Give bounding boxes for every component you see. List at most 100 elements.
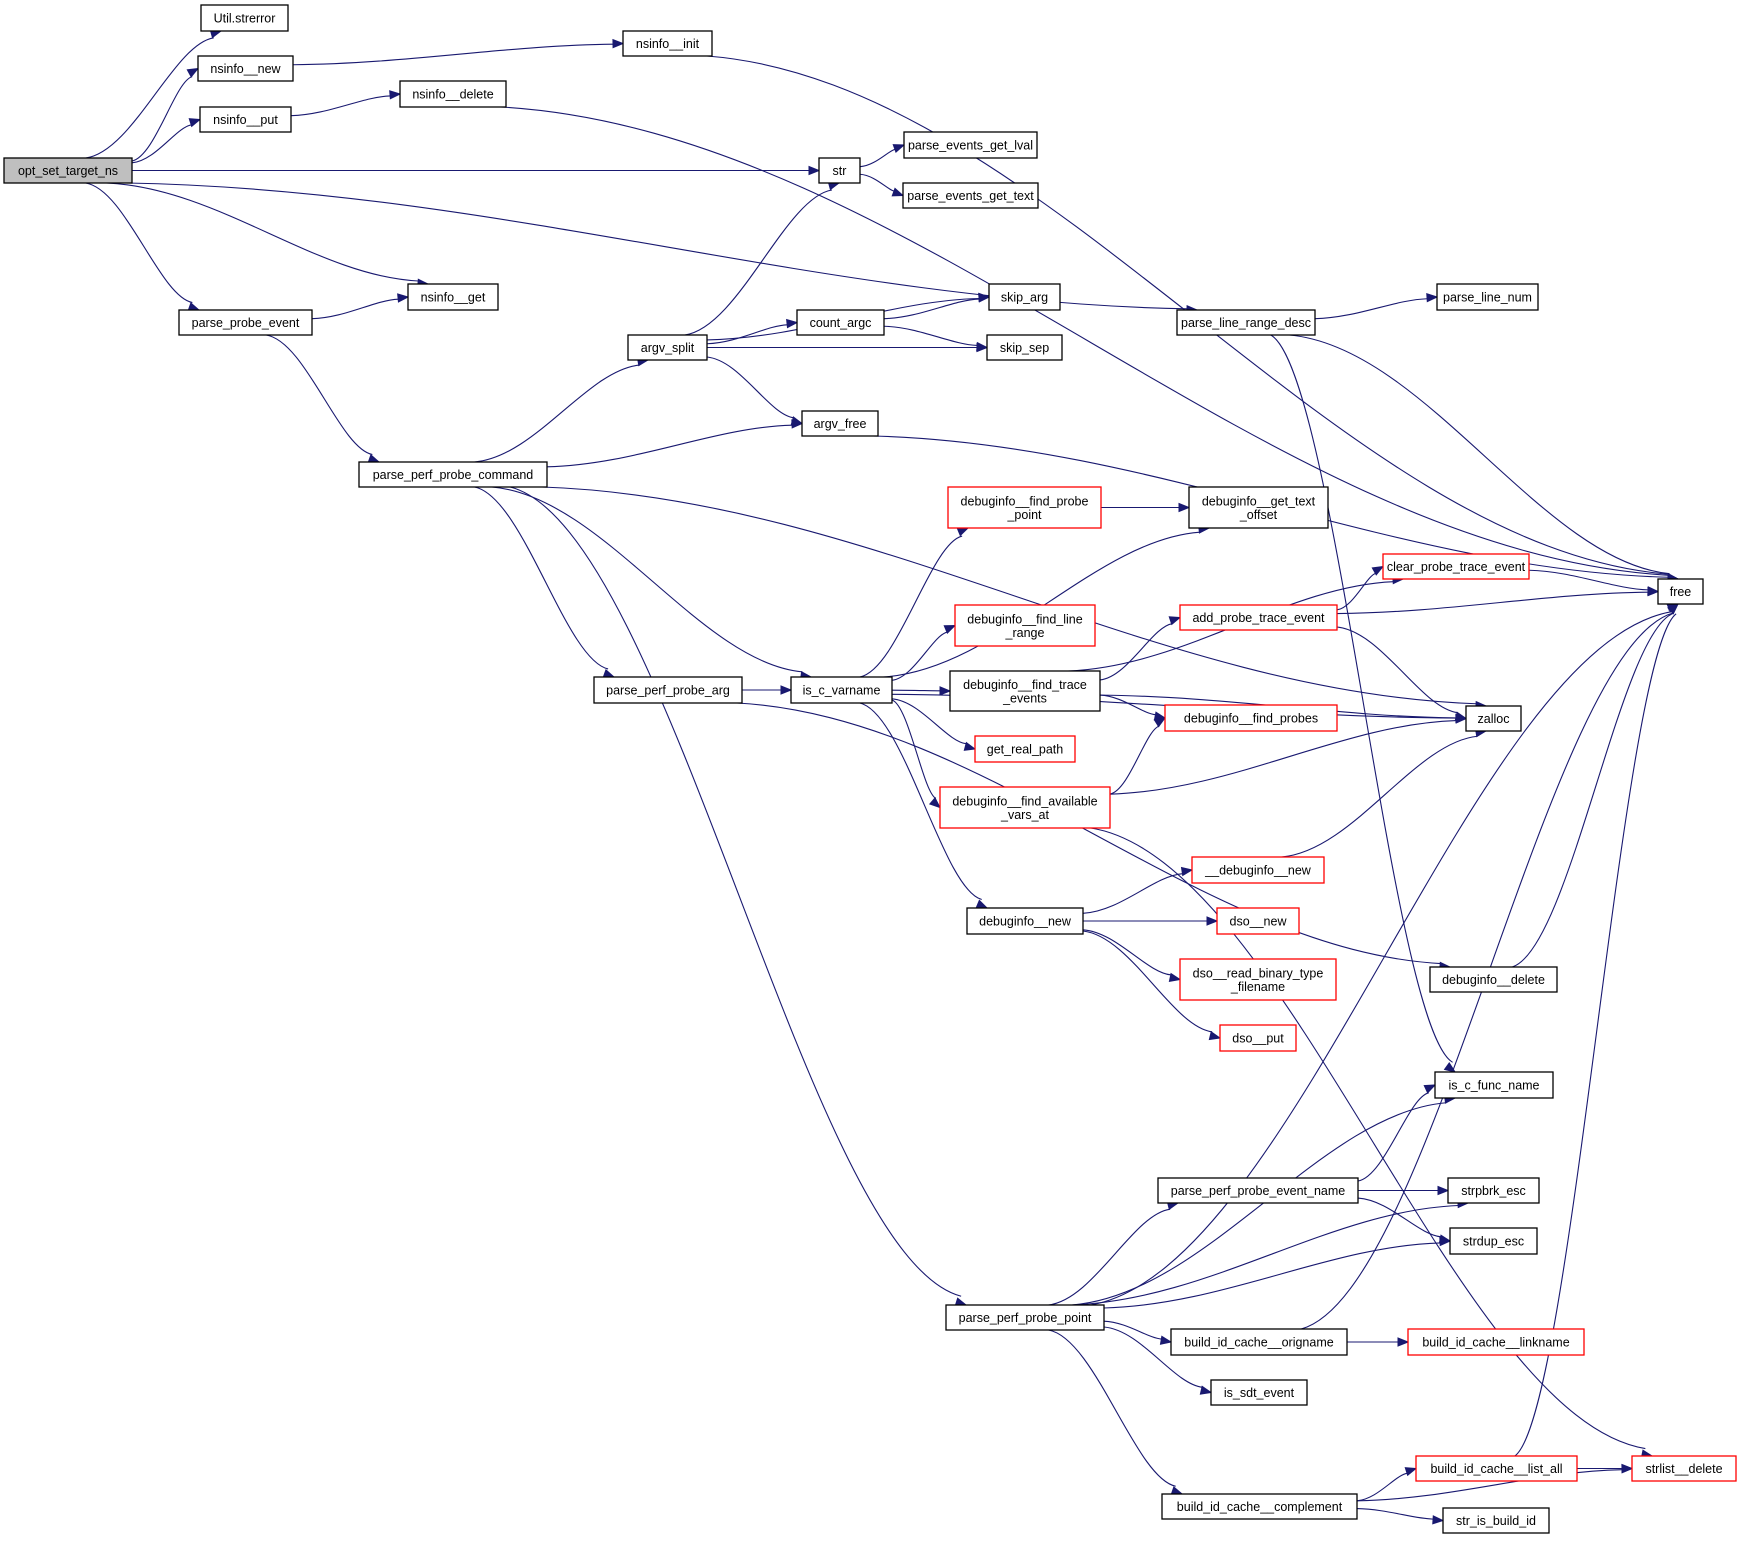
node-box[interactable] — [949, 670, 1101, 712]
node-str[interactable]: str — [818, 157, 861, 184]
node-strdup-esc[interactable]: strdup_esc — [1449, 1227, 1538, 1255]
node-strlist-delete[interactable]: strlist__delete — [1631, 1455, 1737, 1482]
node-debuginfo-delete[interactable]: debuginfo__delete — [1429, 966, 1558, 993]
node-dso-new[interactable]: dso__new — [1216, 907, 1300, 935]
node-box[interactable] — [1179, 958, 1337, 1001]
node-nsinfo-get[interactable]: nsinfo__get — [407, 283, 499, 311]
node-box[interactable] — [399, 80, 507, 108]
node-nsinfo-delete[interactable]: nsinfo__delete — [399, 80, 507, 108]
node-build-id-cache-linkname[interactable]: build_id_cache__linkname — [1407, 1328, 1585, 1356]
node-parse-perf-probe-arg[interactable]: parse_perf_probe_arg — [593, 676, 743, 704]
node-skip-arg[interactable]: skip_arg — [988, 283, 1061, 311]
node-box[interactable] — [1407, 1328, 1585, 1356]
node-opt-set-target-ns[interactable]: opt_set_target_ns — [3, 157, 133, 184]
node-box[interactable] — [200, 4, 289, 32]
node-box[interactable] — [939, 786, 1111, 829]
node-box[interactable] — [627, 334, 708, 361]
node-parse-perf-probe-command[interactable]: parse_perf_probe_command — [358, 461, 548, 488]
node-box[interactable] — [903, 131, 1038, 159]
node-box[interactable] — [974, 735, 1076, 763]
node-box[interactable] — [1442, 1507, 1550, 1534]
node-dso-put[interactable]: dso__put — [1219, 1024, 1297, 1052]
node-parse-perf-probe-point[interactable]: parse_perf_probe_point — [945, 1304, 1105, 1331]
node-argv-free[interactable]: argv_free — [801, 410, 879, 437]
node-is-c-func-name[interactable]: is_c_func_name — [1434, 1071, 1554, 1099]
node-box[interactable] — [1170, 1328, 1348, 1356]
node-is-c-varname[interactable]: is_c_varname — [790, 676, 893, 704]
node-nsinfo-put[interactable]: nsinfo__put — [199, 106, 292, 133]
node-parse-events-get-text[interactable]: parse_events_get_text — [902, 182, 1039, 209]
node-clear-probe-trace-event[interactable]: clear_probe_trace_event — [1382, 553, 1530, 580]
node-box[interactable] — [1449, 1227, 1538, 1255]
node-str-is-build-id[interactable]: str_is_build_id — [1442, 1507, 1550, 1534]
node-box[interactable] — [954, 604, 1096, 647]
node-count-argc[interactable]: count_argc — [796, 309, 885, 336]
node-box[interactable] — [986, 334, 1063, 361]
node-box[interactable] — [945, 1304, 1105, 1331]
node-box[interactable] — [818, 157, 861, 184]
node-box[interactable] — [801, 410, 879, 437]
node-box[interactable] — [1436, 283, 1539, 311]
node-box[interactable] — [1210, 1379, 1308, 1406]
node-parse-perf-probe-event-name[interactable]: parse_perf_probe_event_name — [1157, 1177, 1359, 1204]
node-box[interactable] — [966, 907, 1084, 935]
node-zalloc[interactable]: zalloc — [1465, 705, 1522, 732]
node-build-id-cache-list-all[interactable]: build_id_cache__list_all — [1415, 1455, 1578, 1482]
node-box[interactable] — [178, 309, 313, 336]
node-dso-read-binary-type-filename[interactable]: dso__read_binary_type_filename — [1179, 958, 1337, 1001]
node-debuginfo-find-line-range[interactable]: debuginfo__find_line_range — [954, 604, 1096, 647]
node-box[interactable] — [1219, 1024, 1297, 1052]
node-box[interactable] — [790, 676, 893, 704]
node-get-real-path[interactable]: get_real_path — [974, 735, 1076, 763]
node-box[interactable] — [1434, 1071, 1554, 1099]
node-argv-split[interactable]: argv_split — [627, 334, 708, 361]
node-box[interactable] — [988, 283, 1061, 311]
node-debuginfo-new[interactable]: debuginfo__new — [966, 907, 1084, 935]
node-box[interactable] — [1188, 486, 1329, 529]
node-add-probe-trace-event[interactable]: add_probe_trace_event — [1179, 604, 1338, 631]
node-nsinfo-init[interactable]: nsinfo__init — [622, 30, 713, 57]
node-box[interactable] — [1447, 1177, 1540, 1204]
node-debuginfo-find-trace-events[interactable]: debuginfo__find_trace_events — [949, 670, 1101, 712]
node-box[interactable] — [947, 486, 1102, 529]
node-box[interactable] — [1631, 1455, 1737, 1482]
node-box[interactable] — [1465, 705, 1522, 732]
node-build-id-cache-complement[interactable]: build_id_cache__complement — [1161, 1493, 1358, 1520]
node-box[interactable] — [1179, 604, 1338, 631]
node-box[interactable] — [1164, 704, 1338, 732]
node-debuginfo-get-text-offset[interactable]: debuginfo__get_text_offset — [1188, 486, 1329, 529]
node-box[interactable] — [3, 157, 133, 184]
node-parse-probe-event[interactable]: parse_probe_event — [178, 309, 313, 336]
node-box[interactable] — [1429, 966, 1558, 993]
node-box[interactable] — [199, 106, 292, 133]
node-util-strerror[interactable]: Util.strerror — [200, 4, 289, 32]
node-debuginfo-find-available-vars-at[interactable]: debuginfo__find_available_vars_at — [939, 786, 1111, 829]
node-box[interactable] — [902, 182, 1039, 209]
node-box[interactable] — [1216, 907, 1300, 935]
node-box[interactable] — [622, 30, 713, 57]
node-box[interactable] — [407, 283, 499, 311]
node-box[interactable] — [1161, 1493, 1358, 1520]
node-parse-events-get-lval[interactable]: parse_events_get_lval — [903, 131, 1038, 159]
node-nsinfo-new[interactable]: nsinfo__new — [197, 55, 294, 82]
node-debuginfo-find-probe-point[interactable]: debuginfo__find_probe_point — [947, 486, 1102, 529]
node-box[interactable] — [1176, 309, 1316, 336]
node-box[interactable] — [1382, 553, 1530, 580]
node-debuginfo-find-probes[interactable]: debuginfo__find_probes — [1164, 704, 1338, 732]
node-box[interactable] — [1657, 578, 1704, 605]
node-is-sdt-event[interactable]: is_sdt_event — [1210, 1379, 1308, 1406]
node-free[interactable]: free — [1657, 578, 1704, 605]
node-skip-sep[interactable]: skip_sep — [986, 334, 1063, 361]
node-strpbrk-esc[interactable]: strpbrk_esc — [1447, 1177, 1540, 1204]
node-parse-line-range-desc[interactable]: parse_line_range_desc — [1176, 309, 1316, 336]
node-box[interactable] — [1157, 1177, 1359, 1204]
node-box[interactable] — [197, 55, 294, 82]
node-box[interactable] — [358, 461, 548, 488]
node-box[interactable] — [796, 309, 885, 336]
node-box[interactable] — [593, 676, 743, 704]
node-box[interactable] — [1191, 856, 1325, 884]
node-build-id-cache-origname[interactable]: build_id_cache__origname — [1170, 1328, 1348, 1356]
node-debuginfo-new[interactable]: __debuginfo__new — [1191, 856, 1325, 884]
node-box[interactable] — [1415, 1455, 1578, 1482]
node-parse-line-num[interactable]: parse_line_num — [1436, 283, 1539, 311]
